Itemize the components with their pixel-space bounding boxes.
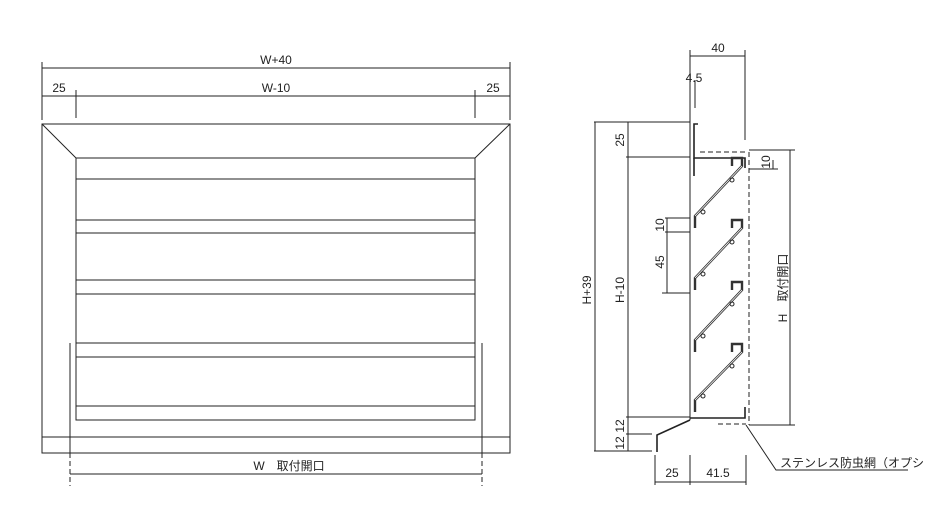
dim-inner-width-label: W-10 <box>262 81 291 95</box>
insect-screen-label: ステンレス防虫網（オプション） <box>780 455 925 470</box>
section-view: 40 4.5 25 H+39 H-10 12 12 10 45 <box>580 41 925 485</box>
louver-blade <box>693 156 744 228</box>
dimension-bottom-depth: 25 41.5 <box>654 455 747 485</box>
dim-total-height-label: H+39 <box>580 275 594 304</box>
dim-flashing-label: 25 <box>665 466 679 480</box>
dim-bottom-1-label: 12 <box>613 419 627 433</box>
dim-left-margin-label: 25 <box>52 81 66 95</box>
dimension-inner-width: W-10 25 25 <box>42 81 510 118</box>
dimension-depth: 40 4.5 <box>686 41 746 140</box>
dimension-opening-width: W 取付開口 <box>69 453 483 486</box>
dim-blade-pitch-label: 45 <box>653 255 667 269</box>
louver-blade <box>693 342 744 412</box>
dim-top-right-label: 10 <box>759 155 773 169</box>
dimension-opening-height: 10 H 取付開口 <box>749 149 795 426</box>
dimension-heights: 25 H+39 H-10 12 12 10 45 <box>580 121 690 452</box>
front-view: W+40 W-10 25 25 <box>41 53 511 486</box>
dim-lip-label: 4.5 <box>686 71 703 85</box>
dim-opening-height-label: H 取付開口 <box>776 254 790 323</box>
dim-total-width-label: W+40 <box>260 53 292 67</box>
dim-top-label: 25 <box>613 133 627 147</box>
louver-front-frame <box>41 123 511 454</box>
dim-depth-label: 40 <box>711 41 725 55</box>
dim-opening-width-label: W 取付開口 <box>253 459 324 473</box>
louver-blade <box>693 218 744 290</box>
insect-screen-leader: ステンレス防虫網（オプション） <box>745 424 925 471</box>
louver-blades <box>693 156 744 412</box>
dim-right-margin-label: 25 <box>486 81 500 95</box>
louver-blade <box>693 280 744 352</box>
louver-section-frame <box>656 122 750 452</box>
dim-bottom-2-label: 12 <box>613 436 627 450</box>
dim-inner-height-label: H-10 <box>613 277 627 303</box>
dim-body-depth-label: 41.5 <box>706 466 730 480</box>
dim-blade-gap-label: 10 <box>653 218 667 232</box>
dimension-total-width: W+40 <box>41 53 511 120</box>
